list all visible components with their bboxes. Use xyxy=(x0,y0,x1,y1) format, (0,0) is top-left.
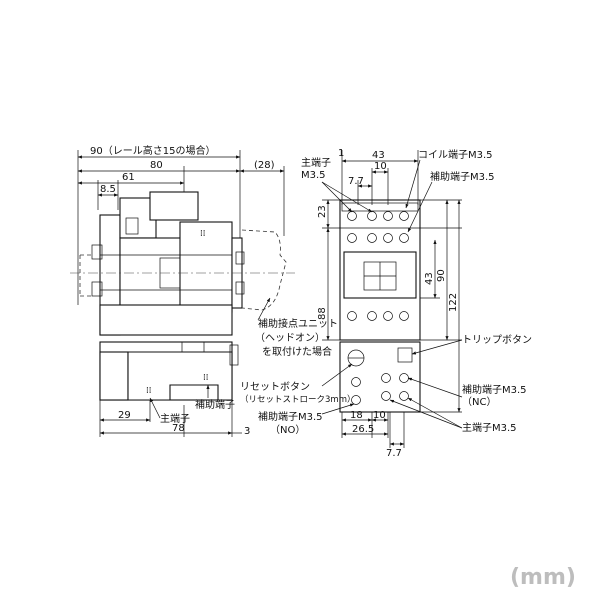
dim-offset-29: 29 xyxy=(118,410,131,421)
unit-label: (mm) xyxy=(510,565,576,590)
dim-overload-78: 78 xyxy=(172,423,185,434)
aux-marking: ⁞⁞ xyxy=(200,229,205,239)
dim-front-18: 18 xyxy=(350,410,363,421)
dim-front-23: 23 xyxy=(317,205,328,218)
ol-mark-2: ⁞⁞ xyxy=(203,373,208,383)
dim-front-90: 90 xyxy=(436,269,447,282)
dim-front-7-7-top: 7.7 xyxy=(348,176,364,187)
ol-mark-1: ⁞⁞ xyxy=(146,386,151,396)
front-aux-terminal-no-line2: （NO） xyxy=(270,424,305,436)
lower-terminals xyxy=(347,311,409,321)
front-reset-stroke-label: （リセットストローク3mm） xyxy=(240,394,355,405)
dim-front-88: 88 xyxy=(317,307,328,320)
aux-unit-note-line2: （ヘッドオン） xyxy=(255,332,325,344)
front-reset-button-label: リセットボタン xyxy=(240,381,310,393)
dim-depth-61: 61 xyxy=(122,172,135,183)
dim-offset-8-5: 8.5 xyxy=(100,184,116,195)
front-main-terminal-bottom-label: 主端子M3.5 xyxy=(462,421,517,434)
front-coil-terminal-label: コイル端子M3.5 xyxy=(418,148,493,161)
front-view: 43 10 1 7.7 23 88 43 90 122 18 1 xyxy=(240,148,532,459)
dim-front-43-top: 43 xyxy=(372,150,385,161)
front-trip-button-label: トリップボタン xyxy=(462,334,532,346)
front-aux-terminal-nc-line1: 補助端子M3.5 xyxy=(462,383,527,396)
dim-front-10-top: 10 xyxy=(374,161,387,172)
aux-unit-note-line1: 補助接点ユニット xyxy=(258,317,338,330)
front-aux-terminal-no-line1: 補助端子M3.5 xyxy=(258,410,323,423)
dim-aux-unit-28: (28) xyxy=(254,160,275,171)
front-main-terminal-top-line2: M3.5 xyxy=(301,170,326,181)
side-aux-terminal-label: 補助端子 xyxy=(195,398,235,411)
dim-body-width: 80 xyxy=(150,160,163,171)
dim-front-122: 122 xyxy=(448,293,459,312)
dim-front-7-7-bottom: 7.7 xyxy=(386,448,402,459)
side-view: 90（レール高さ15の場合） 80 61 8.5 (28) ⁞⁞ xyxy=(70,144,338,437)
dim-front-10-bottom: 10 xyxy=(373,410,386,421)
front-aux-terminal-top-label: 補助端子M3.5 xyxy=(430,170,495,183)
front-aux-terminal-nc-line2: （NC） xyxy=(462,396,496,408)
dim-front-43-right: 43 xyxy=(424,272,435,285)
aux-unit-note-line3: を取付けた場合 xyxy=(262,345,332,358)
front-main-terminal-top-line1: 主端子 xyxy=(301,156,331,169)
dim-gap-3: 3 xyxy=(244,426,250,437)
dim-front-26-5: 26.5 xyxy=(352,424,374,435)
dim-rail-width: 90（レール高さ15の場合） xyxy=(90,144,215,157)
side-main-terminal-label: 主端子 xyxy=(160,412,190,425)
dim-front-1: 1 xyxy=(338,148,344,159)
ol-terminals xyxy=(351,373,409,405)
